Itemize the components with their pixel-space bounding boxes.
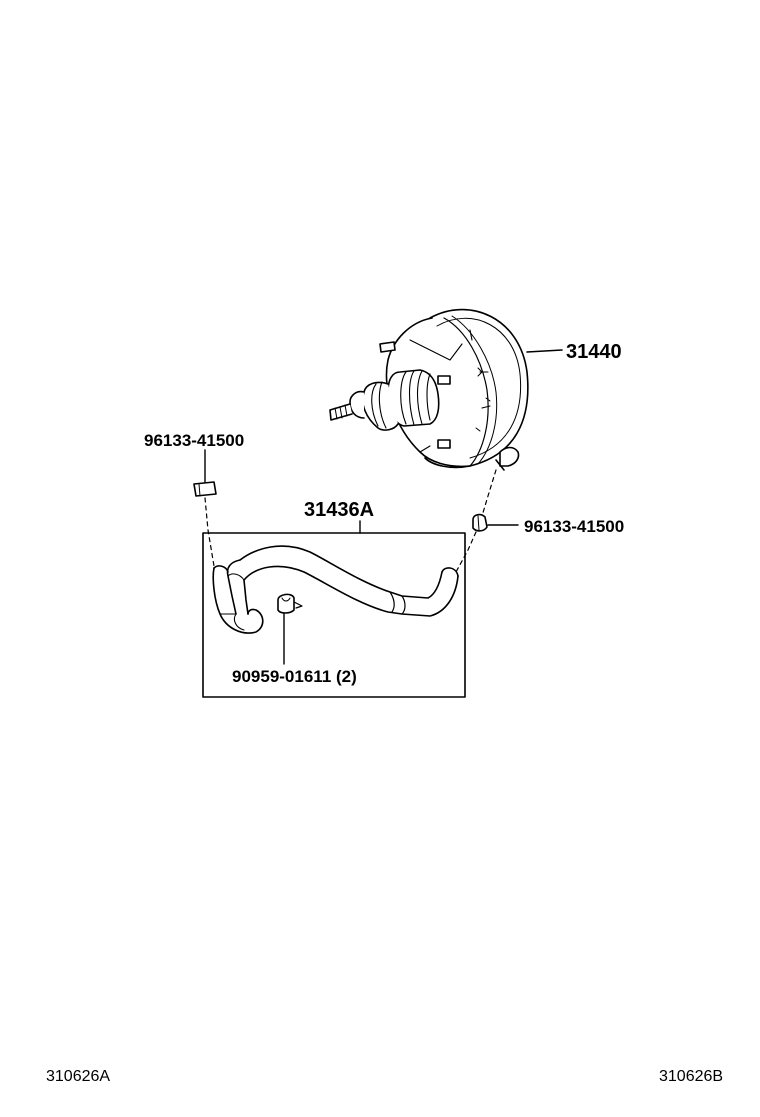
label-31440: 31440 <box>566 341 622 363</box>
hose-clamp-qty: (2) <box>336 667 357 686</box>
label-hose-clamp: 90959-01611 (2) <box>232 668 357 685</box>
label-clip-left: 96133-41500 <box>144 431 245 450</box>
ref-code-left: 310626A <box>46 1068 111 1085</box>
dash-right-clip-to-hose <box>455 531 477 573</box>
dash-right-clip <box>481 469 497 517</box>
leader-31440 <box>526 349 563 353</box>
ref-code-right: 310626B <box>659 1068 724 1085</box>
label-31436A: 31436A <box>304 499 375 521</box>
hose-clamp-drawing <box>277 593 303 614</box>
hose-clamp-part-no: 90959-01611 <box>232 667 332 686</box>
vacuum-hose-drawing <box>212 545 459 634</box>
label-clip-right: 96133-41500 <box>524 517 625 536</box>
dash-left-clip-to-hose <box>204 497 215 567</box>
clip-left-drawing <box>193 481 217 497</box>
brake-booster-drawing <box>329 308 529 471</box>
clip-right-drawing <box>472 513 488 532</box>
hose-assembly-frame <box>202 532 466 698</box>
